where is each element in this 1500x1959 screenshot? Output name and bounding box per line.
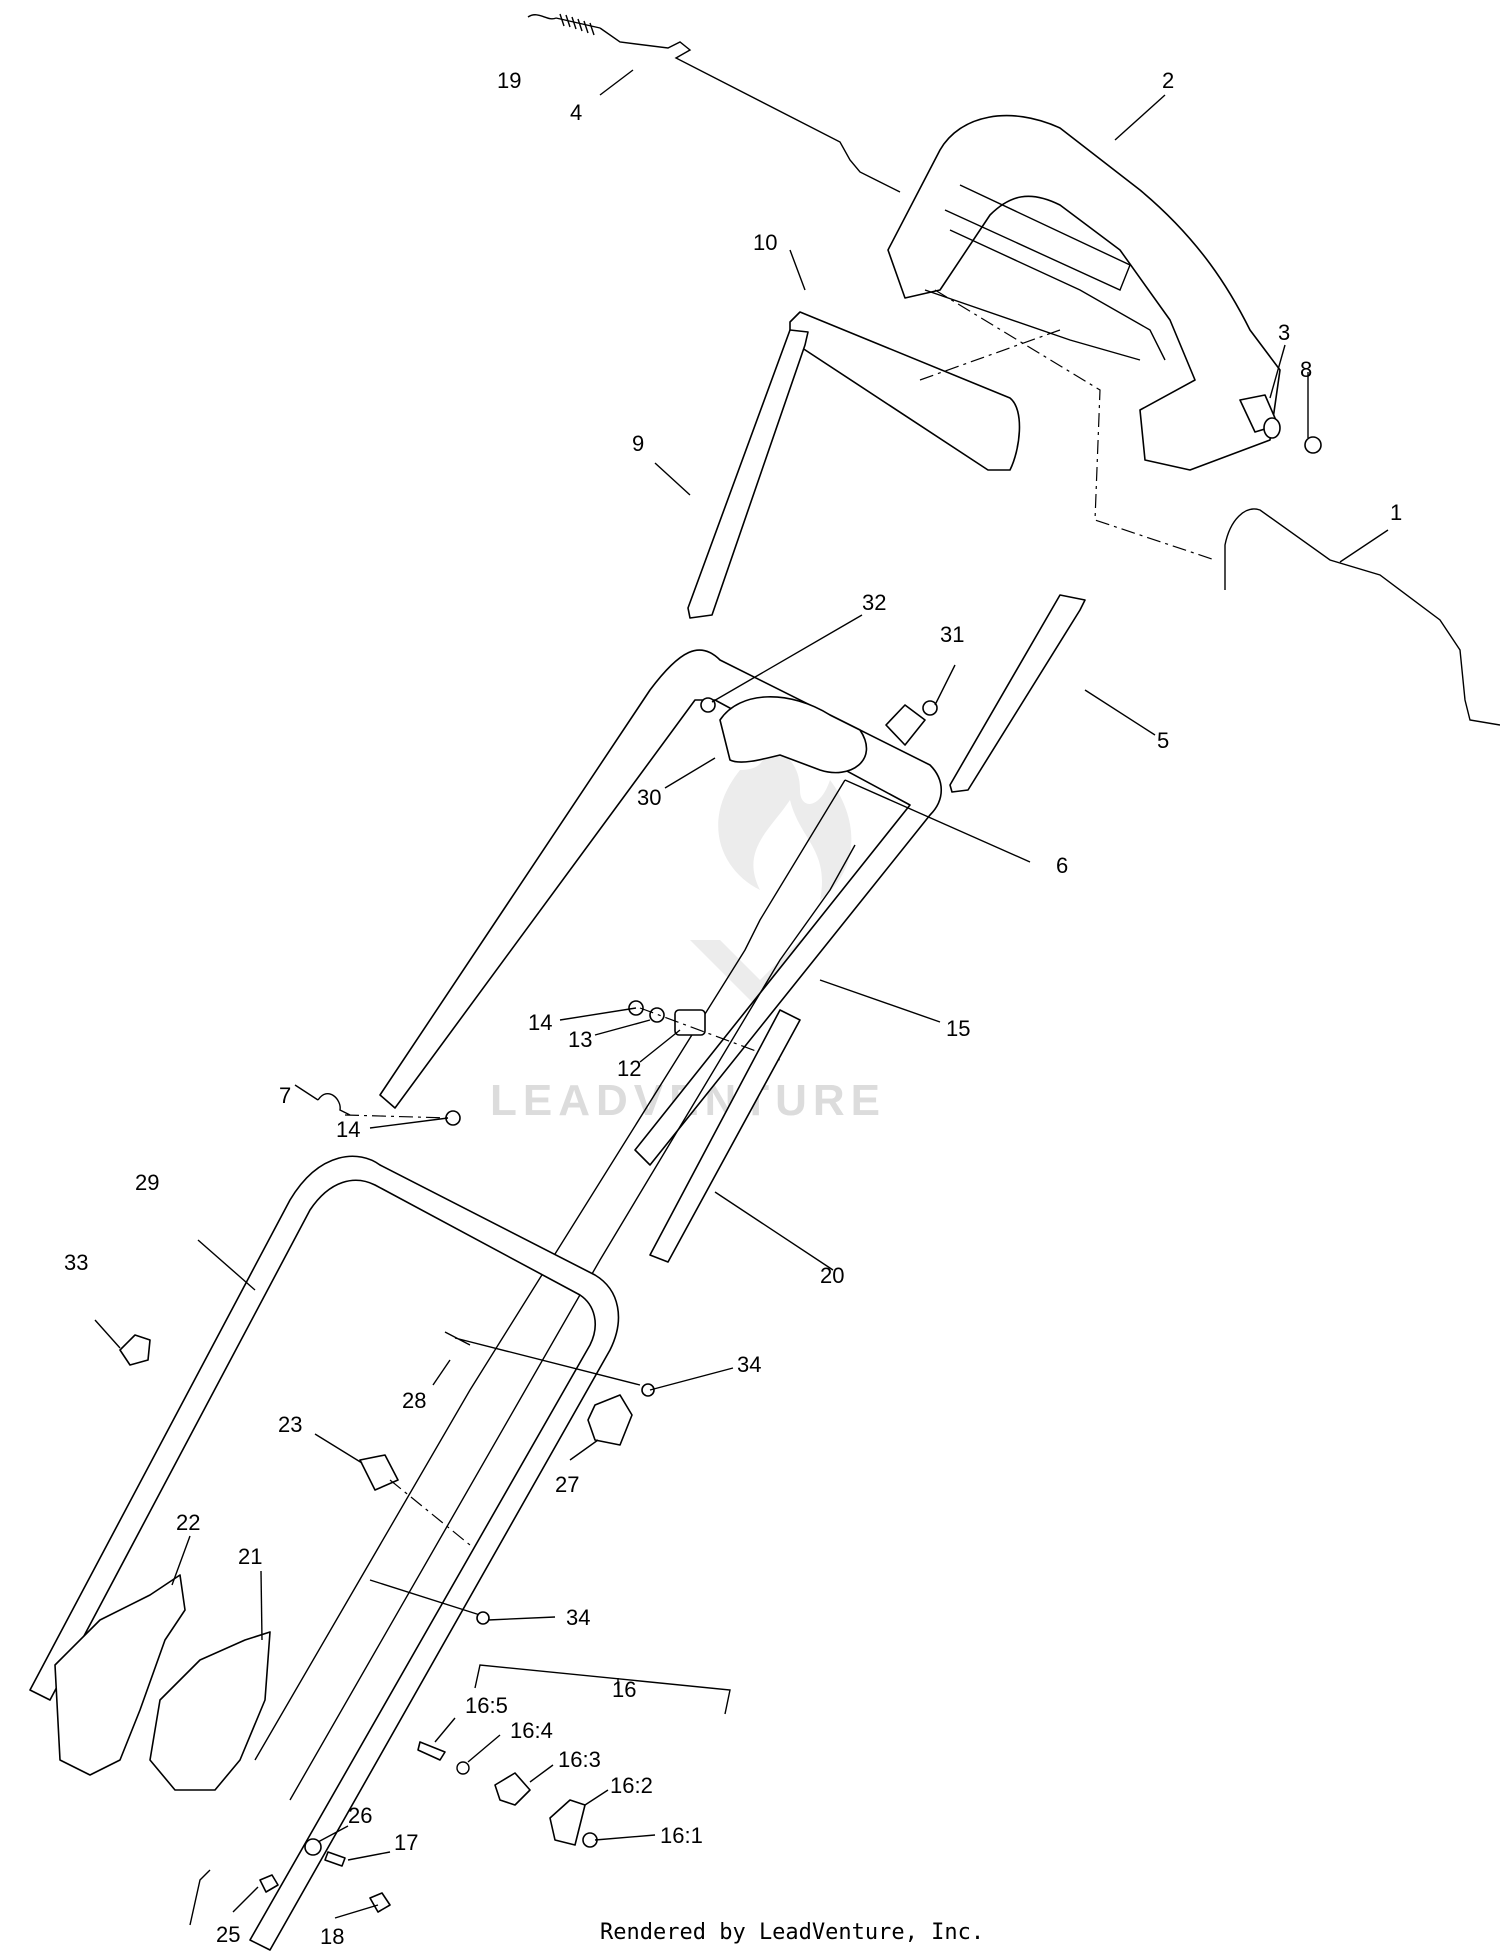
part-6-cable [254,779,846,1761]
footer-credit: Rendered by LeadVenture, Inc. [600,1920,985,1945]
part-3-bushing [1239,394,1281,439]
callout-27: 27 [555,1472,579,1497]
part-28-bolt [444,1331,641,1386]
part-16-5-pin [417,1741,446,1761]
assembly-line-1 [934,289,1216,561]
part-32-knob [700,697,716,713]
part-20-tube [649,1009,801,1263]
part-25-nut [259,1874,279,1893]
part-23-clip [359,1454,399,1491]
part-16-bracket-line [474,1664,731,1715]
callout-3: 3 [1278,320,1290,345]
part-5-clip [949,594,1086,793]
callout-32: 32 [862,590,886,615]
callout-25: 25 [216,1922,240,1947]
part-9-clip [687,329,809,619]
part-34-nut-b [476,1611,490,1625]
part-19-spring [527,13,601,36]
part-33-knob [119,1334,151,1366]
callout-29: 29 [135,1170,159,1195]
callout-16-2: 16:2 [610,1773,653,1798]
callout-16-3: 16:3 [558,1747,601,1772]
callout-5: 5 [1157,728,1169,753]
callout-7: 7 [279,1083,291,1108]
part-16-1-cap [582,1832,598,1848]
part-17-bolt [324,1851,346,1867]
part-27-knob [587,1394,633,1446]
part-15-cable [289,844,856,1801]
part-8-washer [1304,436,1322,454]
part-2-upper-handle [887,114,1281,471]
callout-16-4: 16:4 [510,1718,553,1743]
part-13-washer [649,1007,665,1023]
callout-18: 18 [320,1924,344,1949]
callout-2: 2 [1162,68,1174,93]
assembly-line-4 [344,1114,451,1119]
callout-34-lower: 34 [566,1605,590,1630]
callout-19: 19 [497,68,521,93]
part-4-rod [599,27,901,193]
callout-10: 10 [753,230,777,255]
part-30-bracket [719,696,868,774]
callout-33: 33 [64,1250,88,1275]
part-10-grip [789,311,1021,471]
callout-14-lower: 14 [336,1117,360,1142]
callout-4: 4 [570,100,582,125]
callout-21: 21 [238,1544,262,1569]
part-1-cable [1224,508,1500,726]
leader-lines [94,69,1389,1919]
callout-34-upper: 34 [737,1352,761,1377]
part-31-bolt [885,700,938,746]
callout-23: 23 [278,1412,302,1437]
assembly-line-2 [919,329,1061,381]
part-21-bracket [149,1631,271,1791]
callout-28: 28 [402,1388,426,1413]
assembly-rod [369,1579,481,1616]
upper-handle-frame [379,649,943,1166]
part-7-clip [317,1093,351,1116]
callout-16-5: 16:5 [465,1693,508,1718]
callout-9: 9 [632,431,644,456]
flame-logo-icon [718,740,852,900]
callout-13: 13 [568,1027,592,1052]
callout-22: 22 [176,1510,200,1535]
part-29-lower-handle [29,1155,620,1951]
part-spring-lower [189,1869,211,1926]
callout-16-1: 16:1 [660,1823,703,1848]
callout-20: 20 [820,1263,844,1288]
callout-26: 26 [348,1803,372,1828]
callout-8: 8 [1300,357,1312,382]
callout-17: 17 [394,1830,418,1855]
part-16-2-lever [549,1799,586,1846]
part-16-4-clip [456,1761,470,1775]
assembly-line-5 [389,1479,471,1546]
callout-labels: 1 2 3 4 5 6 7 8 9 10 12 13 14 14 15 16 1… [64,68,1402,1949]
callout-1: 1 [1390,500,1402,525]
part-26-washer [304,1838,322,1856]
part-16-3-block [494,1772,531,1806]
part-22-bracket [54,1574,186,1776]
callout-16: 16 [612,1677,636,1702]
callout-6: 6 [1056,853,1068,878]
callout-15: 15 [946,1016,970,1041]
part-14-nut-b [445,1110,461,1126]
callout-14-upper: 14 [528,1010,552,1035]
assembly-line-3 [639,1007,781,1061]
callout-30: 30 [637,785,661,810]
part-18-bolt [369,1892,391,1913]
part-34-nut-a [641,1383,655,1397]
callout-12: 12 [617,1056,641,1081]
callout-31: 31 [940,622,964,647]
